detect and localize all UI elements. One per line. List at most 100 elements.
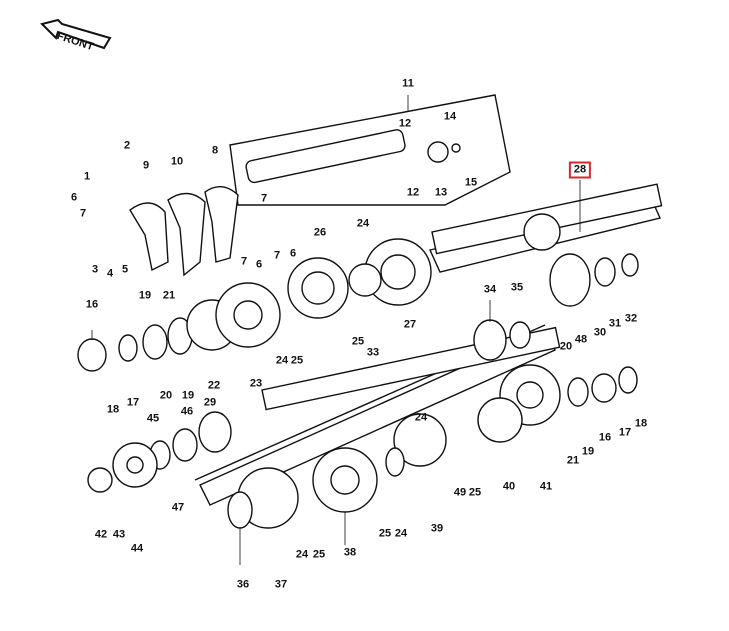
callout-21-right: 21 bbox=[566, 454, 580, 467]
gear-38-hub bbox=[330, 465, 360, 495]
ring-35 bbox=[509, 321, 531, 349]
callout-19-left: 19 bbox=[181, 389, 195, 402]
callout-2: 2 bbox=[123, 139, 131, 152]
callout-25-bottom: 25 bbox=[378, 527, 392, 540]
callout-6-mid: 6 bbox=[255, 258, 263, 271]
callout-24-right: 24 bbox=[414, 411, 428, 424]
bearing-48 bbox=[549, 253, 591, 307]
callout-30: 30 bbox=[593, 326, 607, 339]
callout-24-bottom: 24 bbox=[394, 527, 408, 540]
callout-37: 37 bbox=[274, 578, 288, 591]
bearing-29 bbox=[198, 411, 232, 453]
callout-12-top: 12 bbox=[398, 117, 412, 130]
ring-36 bbox=[227, 491, 253, 529]
callout-3: 3 bbox=[91, 263, 99, 276]
callout-25-right: 25 bbox=[468, 486, 482, 499]
callout-26: 26 bbox=[313, 226, 327, 239]
gear-shaft-upper bbox=[523, 213, 561, 251]
callout-47: 47 bbox=[171, 501, 185, 514]
shift-fork-10 bbox=[167, 192, 206, 277]
callout-17-right: 17 bbox=[618, 426, 632, 439]
callout-7-top: 7 bbox=[260, 192, 268, 205]
needle-bearing-17 bbox=[118, 334, 138, 362]
callout-20-right: 20 bbox=[559, 340, 573, 353]
callout-6-left: 6 bbox=[70, 191, 78, 204]
callout-48: 48 bbox=[574, 333, 588, 346]
shaft-panel-lower bbox=[199, 329, 556, 506]
nut-32 bbox=[621, 253, 639, 277]
callout-28-highlighted: 28 bbox=[568, 161, 592, 179]
callout-18-right: 18 bbox=[634, 417, 648, 430]
callout-46: 46 bbox=[180, 405, 194, 418]
callout-17-left: 17 bbox=[126, 396, 140, 409]
gear-23-hub bbox=[233, 300, 263, 330]
callout-25-mid: 25 bbox=[290, 354, 304, 367]
callout-44: 44 bbox=[130, 542, 144, 555]
callout-25-upper: 25 bbox=[351, 335, 365, 348]
needle-bearing-17-right bbox=[618, 366, 638, 394]
washer-21 bbox=[567, 377, 589, 407]
nut-42 bbox=[87, 467, 113, 493]
callout-39: 39 bbox=[430, 522, 444, 535]
gear-39 bbox=[393, 413, 447, 467]
callout-41: 41 bbox=[539, 480, 553, 493]
shift-fork-8 bbox=[204, 186, 239, 263]
callout-20-left: 20 bbox=[159, 389, 173, 402]
bolt-head bbox=[451, 143, 461, 153]
callout-14: 14 bbox=[443, 110, 457, 123]
callout-24-mid: 24 bbox=[275, 354, 289, 367]
callout-19-right: 19 bbox=[581, 445, 595, 458]
gear-27-hub bbox=[380, 254, 416, 290]
callout-40: 40 bbox=[502, 480, 516, 493]
callout-27: 27 bbox=[403, 318, 417, 331]
callout-8: 8 bbox=[211, 144, 219, 157]
callout-1: 1 bbox=[83, 170, 91, 183]
callout-38: 38 bbox=[343, 546, 357, 559]
callout-33: 33 bbox=[366, 346, 380, 359]
callout-29: 29 bbox=[203, 396, 217, 409]
callout-12-bottom: 12 bbox=[406, 186, 420, 199]
callout-43: 43 bbox=[112, 528, 126, 541]
bearing-34 bbox=[473, 319, 507, 361]
callout-49: 49 bbox=[453, 486, 467, 499]
callout-23: 23 bbox=[249, 377, 263, 390]
bushing-16 bbox=[77, 338, 107, 372]
callout-21-upper: 21 bbox=[162, 289, 176, 302]
washer-upper bbox=[348, 263, 382, 297]
callout-32: 32 bbox=[624, 312, 638, 325]
callout-5: 5 bbox=[121, 263, 129, 276]
callout-24-upper: 24 bbox=[356, 217, 370, 230]
callout-19-upper: 19 bbox=[138, 289, 152, 302]
callout-34: 34 bbox=[483, 283, 497, 296]
callout-36: 36 bbox=[236, 578, 250, 591]
sprocket-hub bbox=[126, 456, 144, 474]
ring-46 bbox=[172, 428, 198, 462]
gear-26-hub bbox=[301, 271, 335, 305]
callout-4: 4 bbox=[106, 267, 114, 280]
callout-45: 45 bbox=[146, 412, 160, 425]
callout-7-left: 7 bbox=[79, 207, 87, 220]
bushing-16-right bbox=[591, 373, 617, 403]
callout-16-right: 16 bbox=[598, 431, 612, 444]
callout-35: 35 bbox=[510, 281, 524, 294]
callout-9: 9 bbox=[142, 159, 150, 172]
front-arrow-icon bbox=[40, 18, 112, 50]
callout-42: 42 bbox=[94, 528, 108, 541]
callout-13: 13 bbox=[434, 186, 448, 199]
callout-22: 22 bbox=[207, 379, 221, 392]
callout-24-lower: 24 bbox=[295, 548, 309, 561]
callout-31: 31 bbox=[608, 317, 622, 330]
ring-30 bbox=[594, 257, 616, 287]
callout-15: 15 bbox=[464, 176, 478, 189]
rod-end-disc bbox=[427, 141, 449, 163]
callout-7-mid: 7 bbox=[240, 255, 248, 268]
gear-41-hub bbox=[516, 381, 544, 409]
gear-40 bbox=[477, 397, 523, 443]
shift-fork-9 bbox=[129, 202, 169, 272]
washer-25-lower bbox=[385, 447, 405, 477]
callout-11: 11 bbox=[402, 77, 414, 90]
callout-10: 10 bbox=[170, 155, 184, 168]
callout-25-lower: 25 bbox=[312, 548, 326, 561]
